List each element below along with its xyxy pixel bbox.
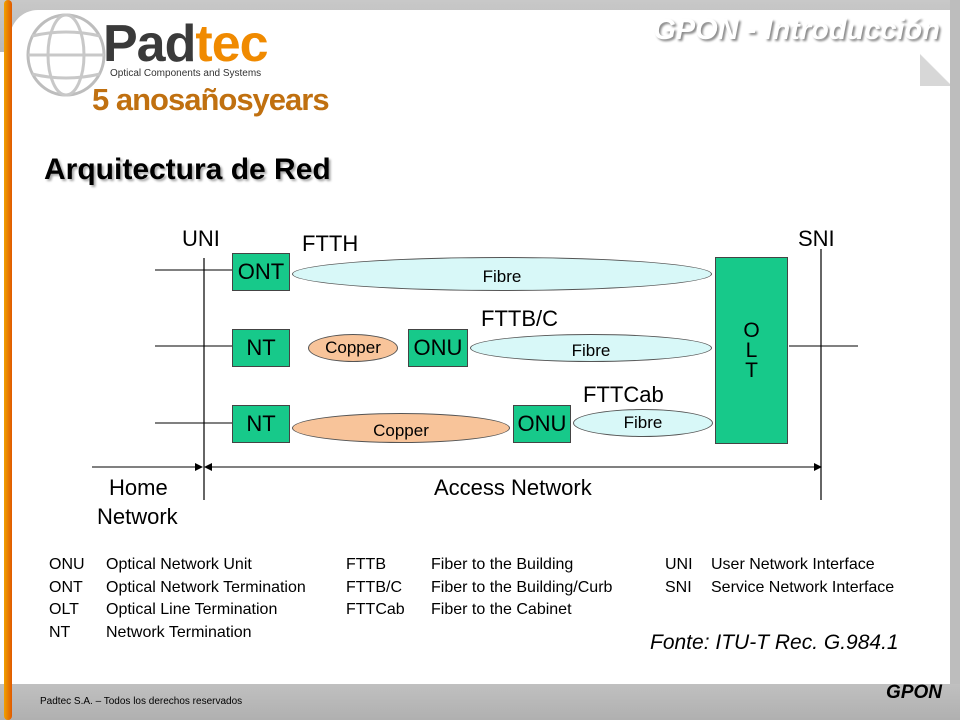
footer-tag: GPON [886, 682, 942, 703]
glossary-abbr: ONT [49, 578, 83, 596]
logo-main: Pad [103, 15, 196, 73]
glossary-abbr: FTTB [346, 556, 386, 573]
uni-label: UNI [182, 226, 220, 251]
nt-box-2: NT [232, 405, 290, 443]
copper-label: Copper [373, 421, 429, 440]
source-citation: Fonte: ITU-T Rec. G.984.1 [650, 631, 899, 654]
olt-box: O L T [715, 257, 788, 444]
logo-subtitle: Optical Components and Systems [110, 68, 262, 79]
copper-label: Copper [325, 338, 381, 357]
glossary-desc-col-3: User Network Interface Service Network I… [711, 554, 894, 599]
glossary-desc: Fiber to the Building [431, 556, 574, 573]
logo-years: 5 anosañosyears [92, 82, 330, 117]
logo-accent: tec [195, 15, 268, 73]
home-label-line1: Home [109, 475, 168, 500]
glossary-desc-col-2: Fiber to the Building Fiber to the Build… [431, 554, 612, 622]
onu-box-2: ONU [513, 405, 571, 443]
onu-box-1: ONU [408, 329, 468, 367]
ftth-label: FTTH [302, 231, 359, 256]
header-title: GPON - Introducción [653, 14, 940, 46]
glossary-desc: Optical Network Unit [106, 556, 252, 573]
glossary-abbr-col-2: FTTB FTTB/C FTTCab [346, 554, 405, 622]
glossary-abbr: FTTB/C [346, 578, 402, 596]
page-curl [920, 52, 950, 86]
glossary-abbr: FTTCab [346, 601, 405, 618]
glossary-abbr: NT [49, 623, 71, 641]
glossary-desc: Fiber to the Building/Curb [431, 578, 613, 596]
nt-box-1: NT [232, 329, 290, 367]
glossary-desc: User Network Interface [711, 556, 875, 573]
logo-wordmark: Padtec [103, 14, 269, 74]
slide-frame-bottom [0, 684, 960, 720]
fibre-ellipse-fttcab: Fibre [573, 409, 713, 437]
ont-box: ONT [232, 253, 290, 291]
glossary-abbr: SNI [665, 578, 692, 596]
glossary-desc: Optical Network Termination [106, 578, 306, 596]
copper-ellipse-2: Copper [292, 413, 510, 443]
fibre-ellipse-ftth: Fibre [292, 257, 712, 291]
glossary-desc-col-1: Optical Network Unit Optical Network Ter… [106, 554, 306, 644]
glossary-abbr: UNI [665, 556, 693, 573]
sni-label: SNI [798, 226, 835, 251]
fttbc-label: FTTB/C [481, 306, 558, 331]
fibre-label: Fibre [482, 267, 522, 286]
olt-letter: L [745, 338, 758, 362]
olt-letter: T [745, 358, 758, 382]
copper-ellipse-1: Copper [308, 334, 398, 362]
olt-letter: O [743, 318, 760, 342]
access-network-label: Access Network [434, 475, 592, 500]
glossary-desc: Fiber to the Cabinet [431, 601, 572, 618]
fibre-label: Fibre [571, 341, 611, 360]
glossary-abbr: ONU [49, 556, 85, 573]
home-label-line2: Network [97, 504, 178, 529]
slide-title: Arquitectura de Red [44, 153, 331, 186]
fttcab-label: FTTCab [583, 382, 664, 407]
glossary-desc: Network Termination [106, 623, 252, 641]
glossary-abbr-col-3: UNI SNI [665, 554, 693, 599]
fibre-ellipse-fttbc: Fibre [470, 334, 712, 362]
fibre-label: Fibre [623, 413, 663, 432]
globe-icon [26, 13, 106, 97]
footer-copyright: Padtec S.A. – Todos los derechos reserva… [40, 696, 243, 707]
glossary-desc: Optical Line Termination [106, 601, 278, 618]
glossary-abbr-col-1: ONU ONT OLT NT [49, 554, 85, 644]
glossary-abbr: OLT [49, 601, 79, 618]
orange-stripe [4, 0, 12, 720]
glossary-desc: Service Network Interface [711, 578, 895, 596]
slide-frame-right [950, 0, 960, 720]
